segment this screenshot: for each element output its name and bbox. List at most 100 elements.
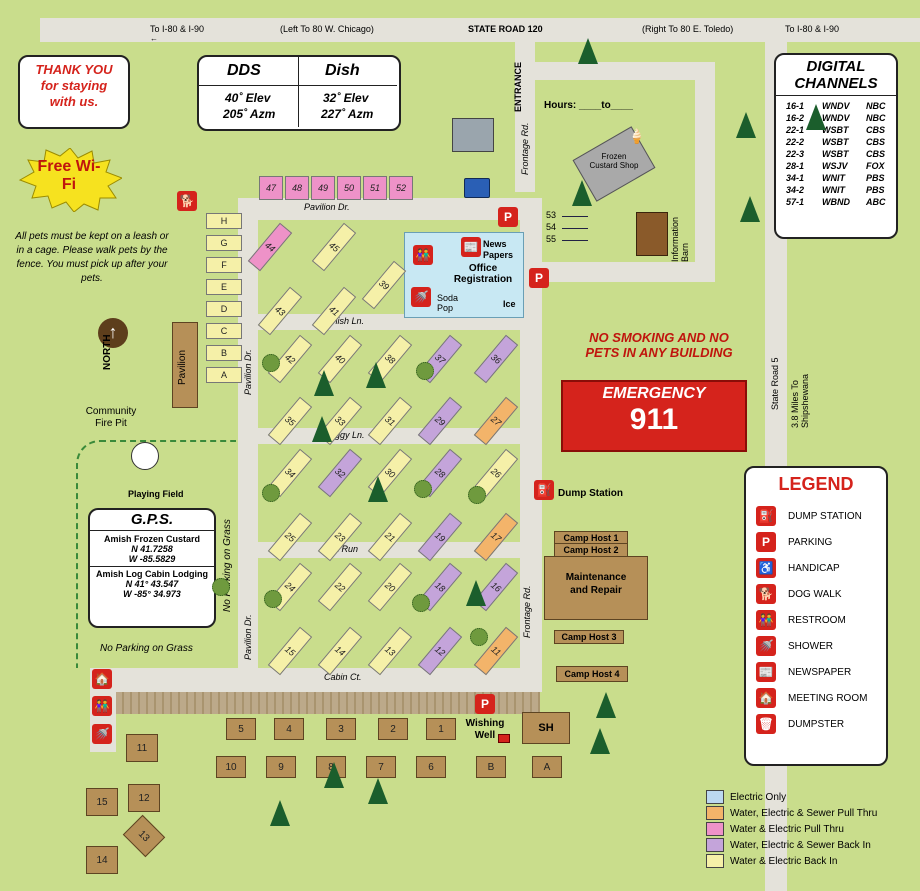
channel-cell: 34-1 — [786, 173, 805, 183]
thank-you-box: THANK YOU for staying with us. — [18, 55, 130, 129]
buggy-ln-label: Buggy Ln. — [324, 430, 365, 440]
no-smoking-warning: NO SMOKING AND NO PETS IN ANY BUILDING — [585, 330, 733, 360]
site-22: 22 — [317, 562, 363, 612]
site-55: 55 — [546, 234, 557, 244]
legend-label: NEWSPAPER — [788, 666, 852, 678]
site-A: A — [206, 367, 242, 383]
camp-host-1: Camp Host 1 — [554, 531, 628, 545]
parking-icon: P — [529, 268, 549, 288]
dump-station-icon: ⛽ — [534, 480, 554, 500]
cabin-6: 6 — [416, 756, 446, 778]
site-36: 36 — [473, 334, 519, 384]
channel-cell: CBS — [866, 125, 886, 135]
satellite-divider-h — [199, 85, 397, 86]
emergency-label: EMERGENCY — [602, 385, 706, 402]
site-51: 51 — [363, 176, 387, 200]
tree — [312, 416, 332, 442]
site-key-label: Water & Electric Pull Thru — [730, 824, 844, 835]
tree — [368, 778, 388, 804]
legend-label: HANDICAP — [788, 562, 840, 574]
legend-row: 👫RESTROOM — [756, 607, 886, 633]
gps-place1-n: N 41.7258 — [131, 544, 173, 554]
restroom-icon: 👫 — [92, 696, 112, 716]
pet-rules: All pets must be kept on a leash or in a… — [15, 231, 169, 284]
site-key-row: Water & Electric Pull Thru — [706, 822, 877, 838]
legend-label: RESTROOM — [788, 614, 846, 626]
cabin-15: 15 — [86, 788, 118, 816]
cabin-10: 10 — [216, 756, 246, 778]
site-C: C — [206, 323, 242, 339]
gps-place2: Amish Log Cabin Lodging — [96, 569, 208, 579]
maintenance-label: Maintenance and Repair — [565, 572, 627, 596]
tree — [806, 104, 826, 130]
site-D: D — [206, 301, 242, 317]
site-E: E — [206, 279, 242, 295]
tree — [596, 692, 616, 718]
pavilion-drive-left — [238, 198, 258, 688]
legend-row: 🏠MEETING ROOM — [756, 685, 886, 711]
camp-host-3: Camp Host 3 — [554, 630, 624, 644]
dog-walk-icon: 🐕 — [756, 584, 776, 604]
site-B: B — [206, 345, 242, 361]
no-parking-grass-vertical: No Parking on Grass — [222, 519, 233, 612]
bush — [470, 628, 488, 646]
sh-building: SH — [522, 712, 570, 744]
channel-cell: 16-2 — [786, 113, 805, 123]
legend-label: PARKING — [788, 536, 833, 548]
legend-row: 🗑DUMPSTER — [756, 711, 886, 737]
fire-pit-icon — [131, 442, 159, 470]
tree — [324, 762, 344, 788]
site-G: G — [206, 235, 242, 251]
dish-azm: 227˚ Azm — [321, 107, 374, 121]
meeting-room-icon: 🏠 — [92, 669, 112, 689]
site-H: H — [206, 213, 242, 229]
legend-row: 🚿SHOWER — [756, 633, 886, 659]
channel-cell: ABC — [866, 197, 886, 207]
gps-box: G.P.S. Amish Frozen Custard N 41.7258 W … — [88, 508, 216, 628]
north-label: NORTH — [102, 334, 113, 370]
dump-station-icon: ⛽ — [756, 506, 776, 526]
no-parking-grass-label: No Parking on Grass — [100, 643, 193, 654]
site-20: 20 — [367, 562, 413, 612]
ice-label: Ice — [503, 299, 516, 309]
tree — [368, 476, 388, 502]
tree — [366, 362, 386, 388]
dump-station-label: Dump Station — [558, 488, 623, 499]
channel-cell: WBND — [822, 197, 850, 207]
legend-label: SHOWER — [788, 640, 833, 652]
parking-icon: P — [756, 532, 776, 552]
office-building: 👫 📰 News Papers Office Registration 🚿 So… — [404, 232, 524, 318]
legend-row: P PARKING — [756, 529, 886, 555]
pavilion-dr-vertical-lower: Pavilion Dr. — [243, 614, 253, 660]
bush — [416, 362, 434, 380]
site-53-line — [562, 216, 588, 217]
color-swatch — [706, 822, 724, 837]
cabin-11: 11 — [126, 734, 158, 762]
site-key-label: Water, Electric & Sewer Back In — [730, 840, 871, 851]
channel-cell: 22-2 — [786, 137, 805, 147]
channel-cell: WSBT — [822, 137, 849, 147]
channel-cell: WNDV — [822, 101, 850, 111]
channel-cell: PBS — [866, 185, 885, 195]
wifi-starburst — [18, 148, 122, 212]
frontage-rd-bottom: Frontage Rd. — [522, 585, 532, 638]
tree — [590, 728, 610, 754]
pavilion-building: Pavilion — [172, 322, 198, 408]
channel-cell: NBC — [866, 113, 886, 123]
channel-cell: 22-1 — [786, 125, 805, 135]
tree — [466, 580, 486, 606]
news-papers-label: News Papers — [483, 239, 514, 260]
legend-title: LEGEND — [778, 474, 854, 494]
camp-host-2: Camp Host 2 — [554, 543, 628, 557]
shipshewana-label: 3.8 Miles To Shipshewana — [790, 373, 810, 428]
site-32: 32 — [317, 448, 363, 498]
wishing-well-label: Wishing Well — [465, 718, 505, 741]
cabin-7: 7 — [366, 756, 396, 778]
